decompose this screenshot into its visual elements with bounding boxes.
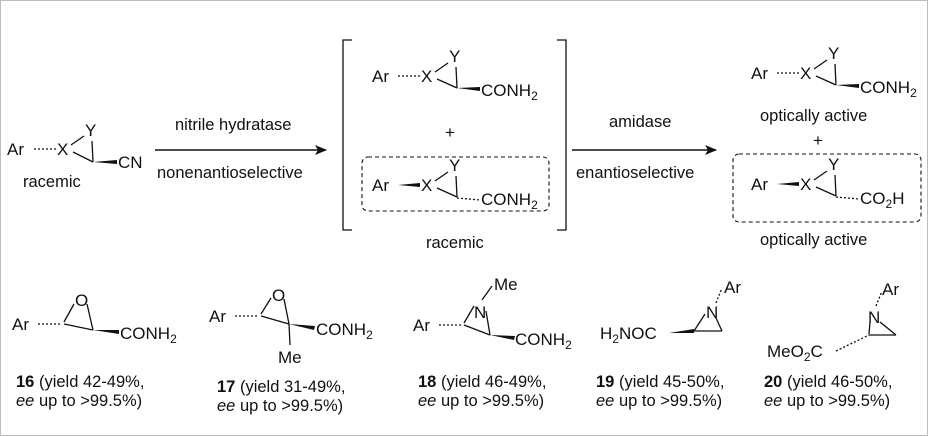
inter-top-y: Y — [449, 47, 460, 66]
intermediate-top-amide: Ar X Y CONH2 — [372, 47, 538, 103]
svg-text:CONH2: CONH2 — [316, 320, 373, 342]
svg-text:Me: Me — [494, 275, 518, 294]
step1-label-enzyme: nitrile hydratase — [175, 116, 291, 134]
svg-text:20 (yield 46-50%,: 20 (yield 46-50%, — [764, 373, 892, 391]
svg-text:Ar: Ar — [413, 316, 430, 335]
inter-top-x: X — [421, 67, 432, 86]
svg-text:O: O — [272, 286, 285, 305]
prod-bottom-ar: Ar — [751, 175, 768, 194]
svg-text:Ar: Ar — [12, 315, 29, 334]
intermediate-bracket — [342, 39, 567, 231]
svg-text:17 (yield 31-49%,: 17 (yield 31-49%, — [217, 378, 345, 396]
prod-bottom-caption: optically active — [760, 231, 867, 249]
inter-bottom-x: X — [421, 176, 432, 195]
inter-plus: + — [445, 123, 455, 142]
step2-label-enzyme: amidase — [609, 113, 671, 131]
svg-text:CONH2: CONH2 — [120, 324, 177, 346]
prod-top-x: X — [800, 64, 811, 83]
product-bottom-acid: Ar X Y CO2H optically active — [732, 153, 922, 249]
svg-text:ee up to >99.5%): ee up to >99.5%) — [764, 392, 890, 410]
inter-bottom-ar: Ar — [372, 176, 389, 195]
svg-text:CONH2: CONH2 — [860, 78, 917, 100]
prod-dashed-box — [732, 153, 922, 223]
prod-bottom-y: Y — [828, 155, 839, 174]
prod-bottom-x: X — [800, 175, 811, 194]
step1-label-selectivity: nonenantioselective — [157, 164, 303, 182]
svg-text:CONH2: CONH2 — [515, 330, 572, 352]
compound-17: Ar O Me CONH2 17 (yield 31-49%, ee up to… — [209, 286, 373, 415]
step1-arrow-group: nitrile hydratase nonenantioselective — [155, 116, 327, 182]
svg-text:ee up to >99.5%): ee up to >99.5%) — [217, 397, 343, 415]
starting-epoxide-structure: Ar X Y CN racemic — [7, 121, 143, 191]
svg-text:ee up to >99.5%): ee up to >99.5%) — [16, 392, 142, 410]
prod-top-caption: optically active — [760, 107, 867, 125]
product-top-amide: Ar X Y CONH2 optically active — [751, 44, 917, 125]
svg-text:N: N — [706, 303, 718, 322]
svg-text:ee up to >99.5%): ee up to >99.5%) — [418, 392, 544, 410]
compound-19: H2NOC N Ar 19 (yield 45-50%, ee up to >9… — [596, 278, 741, 410]
svg-text:19 (yield 45-50%,: 19 (yield 45-50%, — [596, 373, 724, 391]
svg-text:CO2H: CO2H — [860, 189, 904, 211]
compound-20: MeO2C N Ar 20 (yield 46-50%, ee up to >9… — [764, 280, 899, 410]
step2-label-selectivity: enantioselective — [576, 164, 694, 182]
inter-bottom-y: Y — [449, 156, 460, 175]
start-y-label: Y — [85, 121, 96, 140]
svg-text:16 (yield 42-49%,: 16 (yield 42-49%, — [16, 373, 144, 391]
compound-18: Ar N Me CONH2 18 (yield 46-49%, ee up to… — [413, 275, 572, 410]
intermediate-bottom-amide: Ar X Y CONH2 — [361, 156, 550, 212]
start-caption-racemic: racemic — [23, 173, 81, 191]
svg-text:O: O — [75, 291, 88, 310]
svg-text:N: N — [474, 303, 486, 322]
prod-top-y: Y — [828, 44, 839, 63]
start-x-label: X — [57, 140, 68, 159]
step2-arrow-group: amidase enantioselective — [572, 113, 717, 182]
svg-text:18 (yield 46-49%,: 18 (yield 46-49%, — [418, 373, 546, 391]
inter-top-ar: Ar — [372, 67, 389, 86]
inter-caption-racemic: racemic — [426, 234, 484, 252]
svg-text:CONH2: CONH2 — [481, 81, 538, 103]
start-wedge-bond — [93, 160, 117, 164]
prod-top-ar: Ar — [751, 64, 768, 83]
svg-text:MeO2C: MeO2C — [767, 342, 823, 364]
prod-plus: + — [813, 131, 823, 150]
inter-dashed-box — [361, 156, 550, 212]
svg-text:Ar: Ar — [724, 278, 741, 297]
svg-text:ee up to >99.5%): ee up to >99.5%) — [596, 392, 722, 410]
svg-text:Ar: Ar — [209, 307, 226, 326]
svg-text:CONH2: CONH2 — [481, 190, 538, 212]
svg-text:Me: Me — [278, 348, 302, 367]
start-cn-label: CN — [118, 153, 143, 172]
start-ar-label: Ar — [7, 140, 24, 159]
compound-16: Ar O CONH2 16 (yield 42-49%, ee up to >9… — [12, 291, 177, 410]
svg-text:Ar: Ar — [882, 280, 899, 299]
svg-text:H2NOC: H2NOC — [600, 324, 657, 346]
svg-text:N: N — [868, 308, 880, 327]
